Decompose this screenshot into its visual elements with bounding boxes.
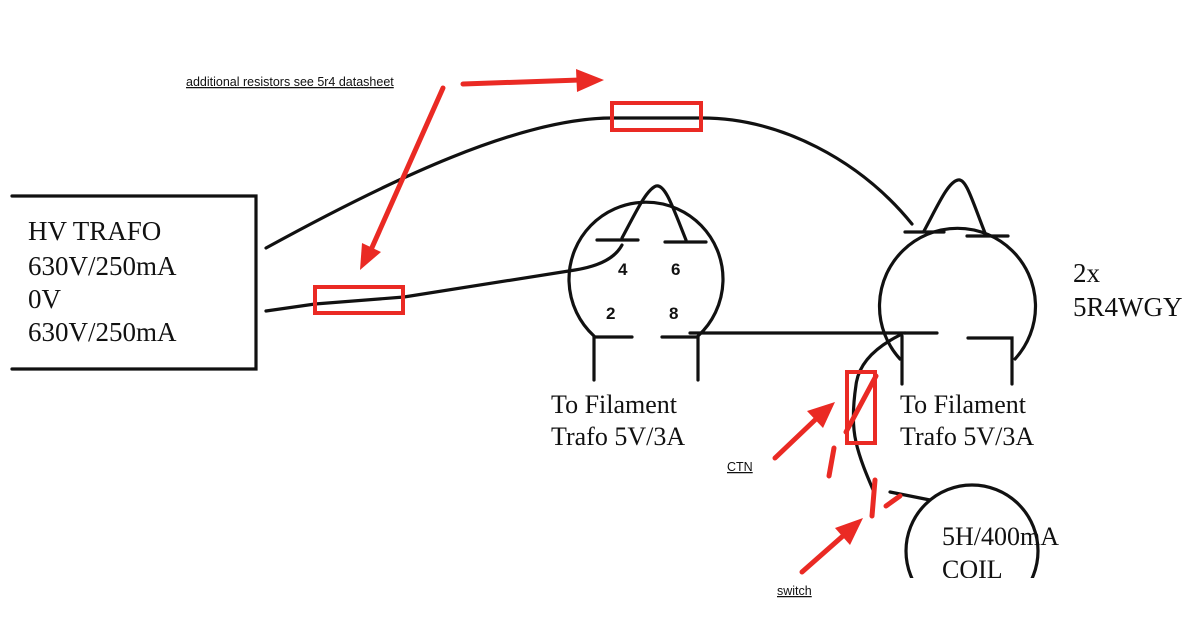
transformer-line-3: 0V xyxy=(28,284,62,314)
tube-right-filament-arc xyxy=(922,178,987,235)
transformer-line-2: 630V/250mA xyxy=(28,251,177,281)
transformer-line-4: 630V/250mA xyxy=(28,317,177,347)
transformer-line-1: HV TRAFO xyxy=(28,216,161,246)
arrow-switch-shaft xyxy=(799,532,847,575)
arrow-down-shaft xyxy=(367,85,446,255)
tube-right-model: 5R4WGY xyxy=(1073,292,1183,322)
tube-left-pin-left xyxy=(592,335,634,382)
wire-bottom-hv xyxy=(264,243,624,313)
wire-top-hv xyxy=(264,116,914,250)
tube-right-caption-2: Trafo 5V/3A xyxy=(900,422,1034,451)
arrow-right-head xyxy=(576,69,604,92)
annotation-overlay: additional resistors see 5r4 datasheet C… xyxy=(186,69,903,598)
tube-right-envelope xyxy=(877,226,1038,361)
tube-left: 4 6 2 8 To Filament Trafo 5V/3A xyxy=(551,184,725,451)
transformer-box xyxy=(10,194,258,371)
tube-right-count: 2x xyxy=(1073,258,1101,288)
hv-transformer: HV TRAFO 630V/250mA 0V 630V/250mA xyxy=(10,194,258,371)
annotation-ctn: CTN xyxy=(727,460,753,474)
coil-line-1: 5H/400mA xyxy=(942,522,1059,551)
tube-left-pin-right xyxy=(660,335,700,382)
resistor-box-bottom xyxy=(313,285,405,315)
coil-line-2: COIL xyxy=(942,555,1003,584)
arrow-ctn-shaft xyxy=(772,416,819,461)
tube-right-caption-1: To Filament xyxy=(900,390,1027,419)
arrow-switch-head xyxy=(835,518,863,545)
arrow-down-head xyxy=(360,243,381,270)
tube-left-caption-2: Trafo 5V/3A xyxy=(551,422,685,451)
tube-left-filament-arc xyxy=(620,184,688,242)
resistor-box-top xyxy=(610,101,703,132)
arrow-right-shaft xyxy=(460,77,583,87)
switch-blade xyxy=(869,477,903,519)
annotation-resistors: additional resistors see 5r4 datasheet xyxy=(186,75,394,89)
tube-right: 2x 5R4WGY To Filament Trafo 5V/3A xyxy=(877,178,1183,451)
pin-2: 2 xyxy=(606,304,615,323)
ctn-box xyxy=(845,370,877,445)
coil-lead xyxy=(888,490,932,502)
tube-right-pin-left xyxy=(900,331,939,386)
wire-to-coil xyxy=(851,333,902,494)
coil-circle xyxy=(904,483,1040,578)
ctn-tick xyxy=(826,445,837,479)
pin-4: 4 xyxy=(618,260,628,279)
ctn-slash xyxy=(843,373,879,435)
tube-left-envelope xyxy=(567,200,725,338)
pin-8: 8 xyxy=(669,304,678,323)
arrow-ctn-head xyxy=(807,402,835,428)
coil: 5H/400mA COIL xyxy=(888,483,1059,584)
pin-6: 6 xyxy=(671,260,680,279)
tube-left-caption-1: To Filament xyxy=(551,390,678,419)
tube-right-pin-right xyxy=(966,336,1014,386)
annotation-switch: switch xyxy=(777,584,812,598)
